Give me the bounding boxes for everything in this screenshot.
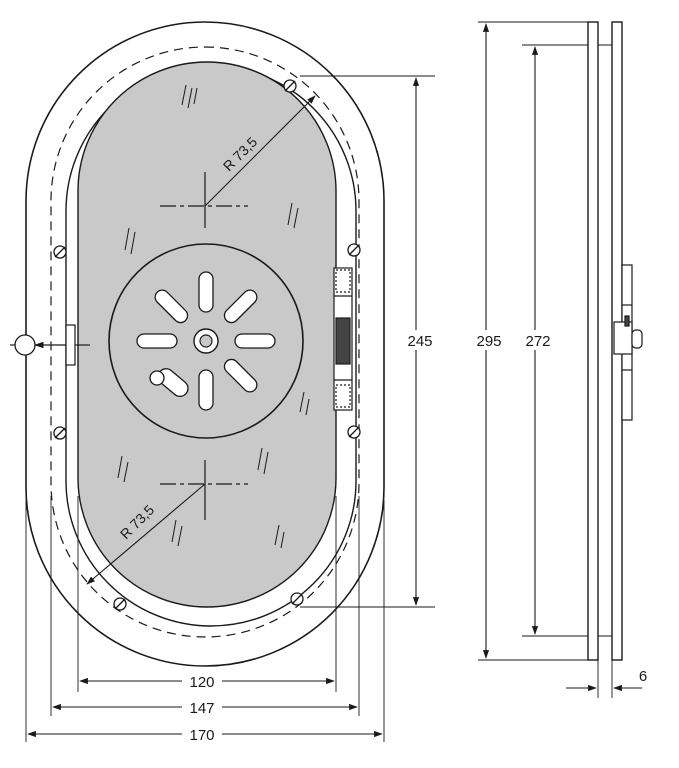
vent-rosette <box>108 243 304 439</box>
radius-top-leader <box>204 95 316 207</box>
bolt-circle-dashed <box>50 46 360 638</box>
dim-170-label: 170 <box>189 727 214 744</box>
dim-120-label: 120 <box>189 674 214 691</box>
screw-icon <box>347 243 361 257</box>
side-view: 295 272 6 <box>468 21 647 698</box>
side-hinge <box>613 264 643 421</box>
latch-handle <box>10 324 90 366</box>
screw-icon <box>53 245 67 259</box>
radius-bottom-leader <box>86 483 206 585</box>
screw-icon <box>283 79 297 93</box>
hinge <box>333 267 353 411</box>
frame-screws <box>53 79 361 611</box>
dim-6-label: 6 <box>639 668 647 685</box>
side-extension-lines <box>478 21 613 698</box>
glass-reflection-marks <box>117 84 310 549</box>
side-outer-plate <box>587 21 599 661</box>
screw-icon <box>113 597 127 611</box>
dim-272-label: 272 <box>525 333 550 350</box>
extension-lines <box>25 75 435 742</box>
screw-icon <box>347 425 361 439</box>
screw-icon <box>290 592 304 606</box>
dim-245-label: 245 <box>407 333 432 350</box>
screw-icon <box>53 426 67 440</box>
rosette-knob-icon <box>149 368 189 398</box>
dim-295-label: 295 <box>476 333 501 350</box>
dim-147-label: 147 <box>189 700 214 717</box>
front-view: R 73,5 R 73,5 <box>10 21 438 744</box>
centre-marks <box>160 172 248 520</box>
